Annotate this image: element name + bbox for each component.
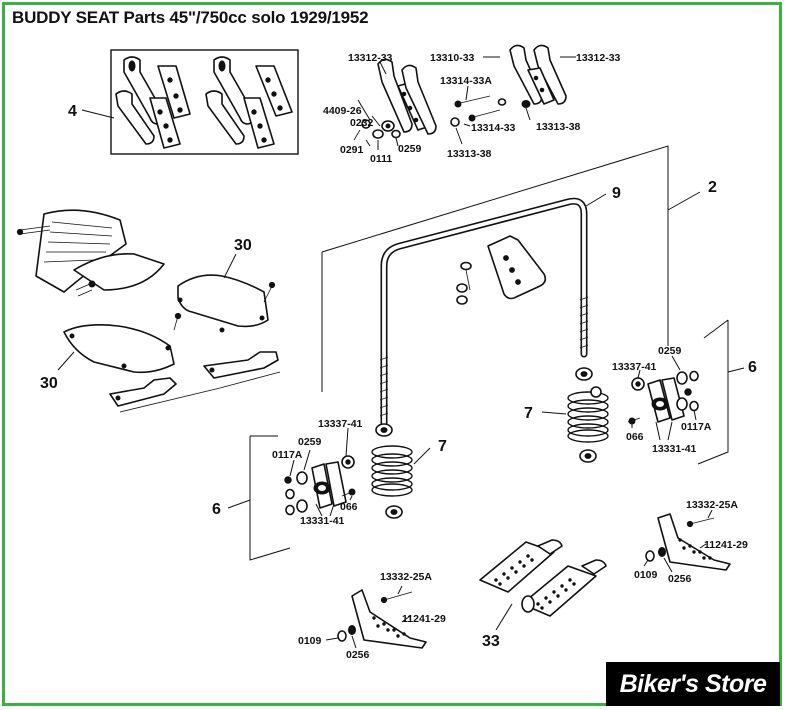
part-label: 0256 xyxy=(346,649,370,661)
part-9-handle-rod: 9 xyxy=(379,185,621,428)
part-label: 0291 xyxy=(340,144,364,156)
part-label: 0117A xyxy=(272,449,303,461)
callout-9: 9 xyxy=(612,185,621,202)
center-mount-bracket xyxy=(456,235,547,305)
seat-pan-left xyxy=(16,209,165,297)
diagram-title: BUDDY SEAT Parts 45"/750cc solo 1929/195… xyxy=(12,8,369,27)
part-label: 11241-29 xyxy=(402,613,446,625)
part-33-footrest-pair: 33 xyxy=(479,539,607,650)
callout-7-left: 7 xyxy=(438,438,447,455)
part-label: 13312-33 xyxy=(576,52,621,64)
part-label: 13337-41 xyxy=(318,418,363,430)
footrest-bracket-right: 13332-25A 11241-29 0109 0256 xyxy=(634,499,748,585)
callout-30-lower: 30 xyxy=(40,375,58,392)
part-label: 0117A xyxy=(681,421,712,433)
callout-6-left: 6 xyxy=(212,501,221,518)
part-label: 0109 xyxy=(298,635,322,647)
part-label: 4409-26 xyxy=(323,105,362,117)
part-label: 13337-41 xyxy=(612,361,657,373)
part-label: 066 xyxy=(340,501,358,513)
part-7-spring-right: 7 xyxy=(524,367,609,463)
part-label: 0259 xyxy=(298,436,322,448)
part-6-clamp-group-left: 6 13337-41 0259 0117A 066 13331-41 xyxy=(212,418,363,561)
part-label: 13310-33 xyxy=(430,52,475,64)
part-label: 0259 xyxy=(658,345,682,357)
part-label: 13332-25A xyxy=(380,571,432,583)
part-label: 13314-33A xyxy=(440,75,492,87)
part-label: 13331-41 xyxy=(300,515,345,527)
part-label: 0232 xyxy=(350,117,374,129)
callout-7-right: 7 xyxy=(524,405,533,422)
part-label: 0109 xyxy=(634,569,658,581)
part-label: 13332-25A xyxy=(686,499,738,511)
footrest-bracket-left: 13332-25A 11241-29 0109 0256 xyxy=(298,571,446,661)
part-label: 066 xyxy=(626,431,644,443)
callout-6-right: 6 xyxy=(748,359,757,376)
part-label: 13312-33 xyxy=(348,52,393,64)
part-label: 0111 xyxy=(370,153,392,165)
seat-rail-brackets xyxy=(109,351,281,413)
callout-33: 33 xyxy=(482,633,500,650)
part-4-clips-box: 4 xyxy=(68,49,299,155)
assembly-2-outline: 2 xyxy=(321,145,717,392)
part-label: 11241-29 xyxy=(704,539,748,551)
part-label: 13331-41 xyxy=(652,443,697,455)
part-6-clamp-group-right: 6 0259 13337-41 0117A 066 13331-41 xyxy=(612,319,757,465)
seat-clip-pair-right xyxy=(205,56,293,149)
part-7-spring-left: 7 xyxy=(371,423,447,519)
part-label: 0256 xyxy=(668,573,692,585)
part-label: 0259 xyxy=(398,143,422,155)
part-30-lower-plate: 30 xyxy=(40,312,182,392)
brand-logo: Biker's Store xyxy=(606,662,780,706)
part-label: 13313-38 xyxy=(536,121,581,133)
part-label: 13314-33 xyxy=(471,122,516,134)
clip-hardware-group: 13312-33 13310-33 13312-33 13314-33A 440… xyxy=(323,44,621,165)
callout-4: 4 xyxy=(68,103,77,120)
part-30-upper-plate: 30 xyxy=(177,237,276,333)
seat-clip-pair-left xyxy=(115,56,191,149)
part-label: 13313-38 xyxy=(447,148,492,160)
callout-2: 2 xyxy=(708,179,717,196)
callout-30-upper: 30 xyxy=(234,237,252,254)
